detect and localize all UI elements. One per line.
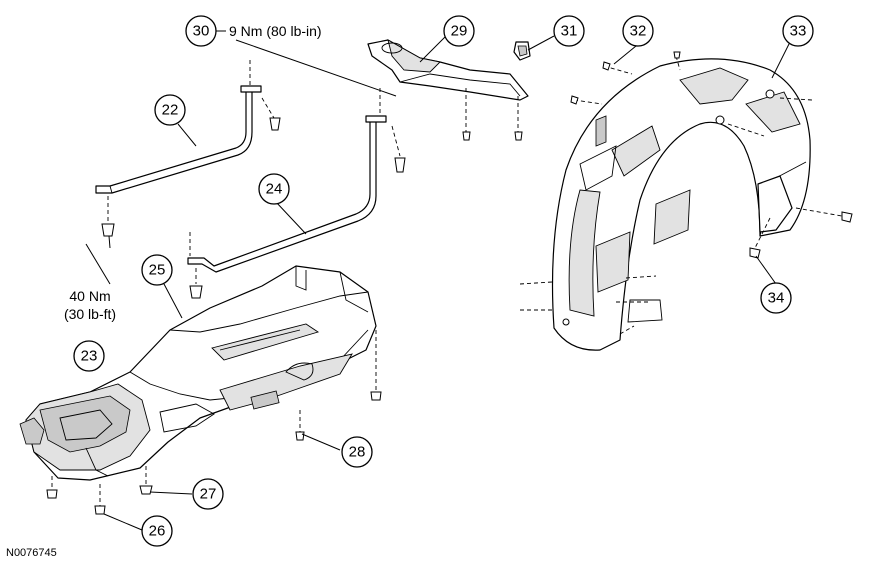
callout-34: 34	[760, 282, 792, 314]
svg-text:31: 31	[561, 23, 578, 40]
callout-25: 25	[141, 254, 173, 286]
svg-text:32: 32	[630, 23, 647, 40]
torque-23-line1: 40 Nm	[69, 288, 110, 304]
svg-text:29: 29	[451, 23, 468, 40]
svg-text:24: 24	[266, 181, 283, 198]
clip-31	[513, 41, 531, 61]
wheelhouse-liner-33	[519, 51, 853, 351]
callout-32: 32	[622, 15, 654, 47]
callout-30: 30	[185, 15, 217, 47]
svg-text:25: 25	[149, 262, 166, 279]
fuel-tank-25	[19, 265, 382, 499]
heat-shield-29	[367, 39, 529, 141]
svg-text:30: 30	[193, 23, 210, 40]
svg-text:28: 28	[349, 444, 366, 461]
leader-lines	[85, 35, 791, 531]
callout-23: 23	[73, 340, 105, 372]
callout-24: 24	[258, 173, 290, 205]
figure-id: N0076745	[6, 547, 57, 559]
torque-30-label: 9 Nm (80 lb-in)	[229, 23, 322, 39]
callout-29: 29	[443, 15, 475, 47]
fuel-tank-strap-22	[95, 60, 281, 237]
svg-text:22: 22	[162, 102, 179, 119]
svg-text:26: 26	[149, 523, 166, 540]
svg-text:23: 23	[81, 348, 98, 365]
callout-26: 26	[141, 515, 173, 547]
svg-text:27: 27	[200, 486, 217, 503]
svg-text:34: 34	[768, 290, 785, 307]
callout-33: 33	[782, 15, 814, 47]
fasteners	[94, 410, 305, 515]
callout-22: 22	[154, 94, 186, 126]
callout-28: 28	[341, 436, 373, 468]
svg-text:33: 33	[790, 23, 807, 40]
callout-31: 31	[553, 15, 585, 47]
torque-23-line2: (30 lb-ft)	[64, 306, 116, 322]
callout-27: 27	[192, 478, 224, 510]
fuel-tank-strap-24	[187, 88, 406, 299]
